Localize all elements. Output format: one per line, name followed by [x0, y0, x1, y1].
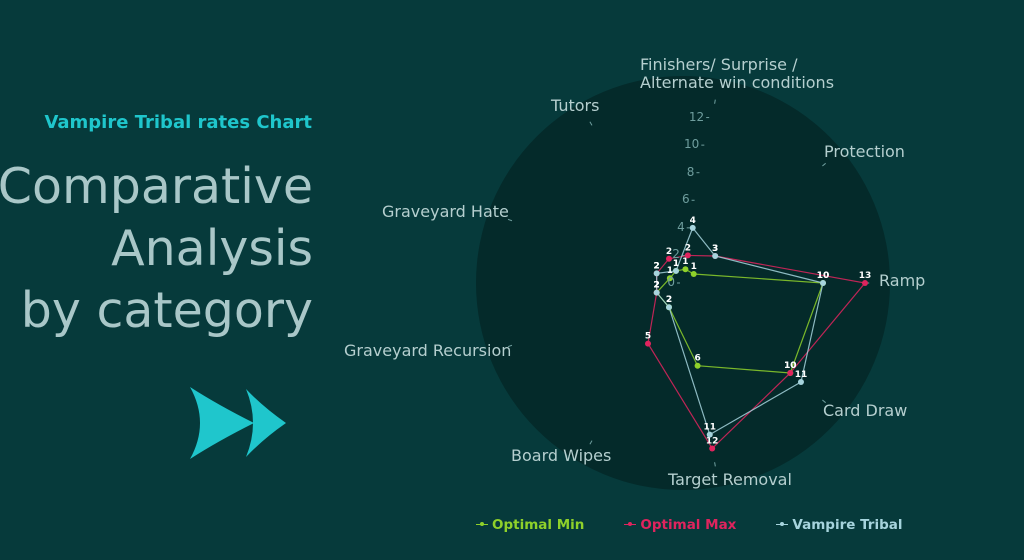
- series-line-optimal-max: [647, 254, 867, 450]
- series-line-optimal-min: [655, 268, 824, 374]
- radial-tick-label: 12: [688, 109, 705, 124]
- data-label: 2: [654, 281, 660, 291]
- page-title: Comparative Analysis by category: [0, 156, 313, 342]
- axis-label: Graveyard Hate: [382, 202, 509, 221]
- data-point: [653, 289, 660, 296]
- data-point: [645, 340, 651, 347]
- data-point: [666, 255, 672, 262]
- data-label: 2: [654, 281, 660, 291]
- axis-end-tick: [589, 121, 593, 126]
- legend-item-optimal-max[interactable]: Optimal Max: [624, 517, 736, 533]
- data-point: [787, 369, 794, 376]
- radial-tick-label: 0: [667, 275, 675, 289]
- data-label: 10: [784, 361, 797, 371]
- legend-marker-icon: [776, 521, 789, 529]
- legend-marker-icon: [624, 521, 637, 529]
- data-point: [666, 304, 672, 311]
- data-label: 1: [673, 259, 679, 269]
- legend-label: Vampire Tribal: [792, 517, 903, 533]
- data-label: 11: [795, 370, 808, 380]
- data-label: 10: [817, 271, 830, 281]
- legend-label: Optimal Max: [640, 517, 737, 533]
- axis-end-tick: [714, 99, 716, 104]
- data-point: [653, 270, 660, 277]
- title-line-2: Analysis: [111, 220, 313, 277]
- data-label: 1: [682, 257, 688, 267]
- data-label: 4: [690, 216, 696, 226]
- data-point: [673, 267, 679, 274]
- radial-tick-label: 4: [677, 219, 685, 234]
- legend-marker-icon: [476, 521, 488, 529]
- data-label: 1: [673, 259, 679, 269]
- data-label: 2: [666, 295, 672, 305]
- data-point: [694, 362, 701, 369]
- data-label: 2: [654, 261, 660, 271]
- data-point: [690, 271, 697, 278]
- data-label: 6: [694, 354, 700, 364]
- data-point: [666, 275, 673, 282]
- data-point: [709, 445, 716, 452]
- left-panel: Vampire Tribal rates Chart Comparative A…: [0, 0, 330, 560]
- radial-tick-label: 10: [684, 137, 700, 152]
- data-label: 2: [685, 243, 691, 253]
- double-chevron-right-icon: [190, 387, 286, 459]
- data-label: 2: [654, 261, 660, 271]
- data-point: [712, 253, 719, 260]
- title-line-3: by category: [20, 282, 313, 339]
- legend-item-vampire-tribal[interactable]: Vampire Tribal: [776, 517, 903, 533]
- legend-label: Optimal Min: [492, 517, 585, 533]
- radial-tick-label: 8: [686, 164, 695, 179]
- data-point: [862, 280, 868, 286]
- legend-item-optimal-min[interactable]: Optimal Min: [476, 517, 584, 533]
- data-point: [684, 252, 691, 259]
- data-label: 2: [666, 295, 672, 305]
- radial-tick-label: 6: [681, 192, 690, 207]
- chart-legend: Optimal Min Optimal Max Vampire Tribal: [476, 517, 903, 533]
- data-label: 5: [645, 332, 651, 342]
- axis-label: Card Draw: [823, 401, 908, 420]
- data-label: 2: [666, 247, 672, 257]
- data-label: 10: [817, 271, 830, 281]
- data-point: [706, 431, 713, 438]
- data-point: [820, 280, 826, 286]
- data-point: [797, 378, 804, 385]
- data-label: 2: [654, 281, 660, 291]
- axis-end-tick: [714, 462, 716, 467]
- axis-end-tick: [822, 399, 826, 404]
- plot-background-circle: [476, 76, 890, 490]
- axis-end-tick: [589, 440, 593, 445]
- data-label: 12: [706, 436, 719, 446]
- data-label: 3: [712, 244, 718, 254]
- radial-tick-label: 2: [672, 247, 680, 262]
- axis-label: Finishers/ Surprise /Alternate win condi…: [640, 55, 835, 92]
- axis-label: Graveyard Recursion: [344, 341, 512, 360]
- axis-end-tick: [507, 344, 513, 348]
- data-label: 13: [859, 271, 872, 281]
- axis-end-tick: [507, 218, 513, 222]
- title-line-1: Comparative: [0, 158, 313, 215]
- series-line-vampire-tribal: [656, 226, 824, 436]
- axis-end-tick: [822, 162, 826, 167]
- data-point: [689, 224, 696, 231]
- axis-label: Ramp: [879, 271, 926, 290]
- data-label: 1: [691, 262, 697, 272]
- data-label: 10: [784, 361, 797, 371]
- data-point: [682, 266, 689, 273]
- axis-label: Board Wipes: [511, 446, 612, 465]
- axis-label: Protection: [824, 142, 905, 161]
- data-label: 1: [667, 266, 673, 276]
- axis-label: Target Removal: [668, 470, 792, 489]
- data-label: 3: [712, 244, 718, 254]
- data-label: 11: [703, 423, 716, 433]
- chart-subtitle: Vampire Tribal rates Chart: [44, 112, 312, 133]
- axis-label: Tutors: [551, 96, 600, 115]
